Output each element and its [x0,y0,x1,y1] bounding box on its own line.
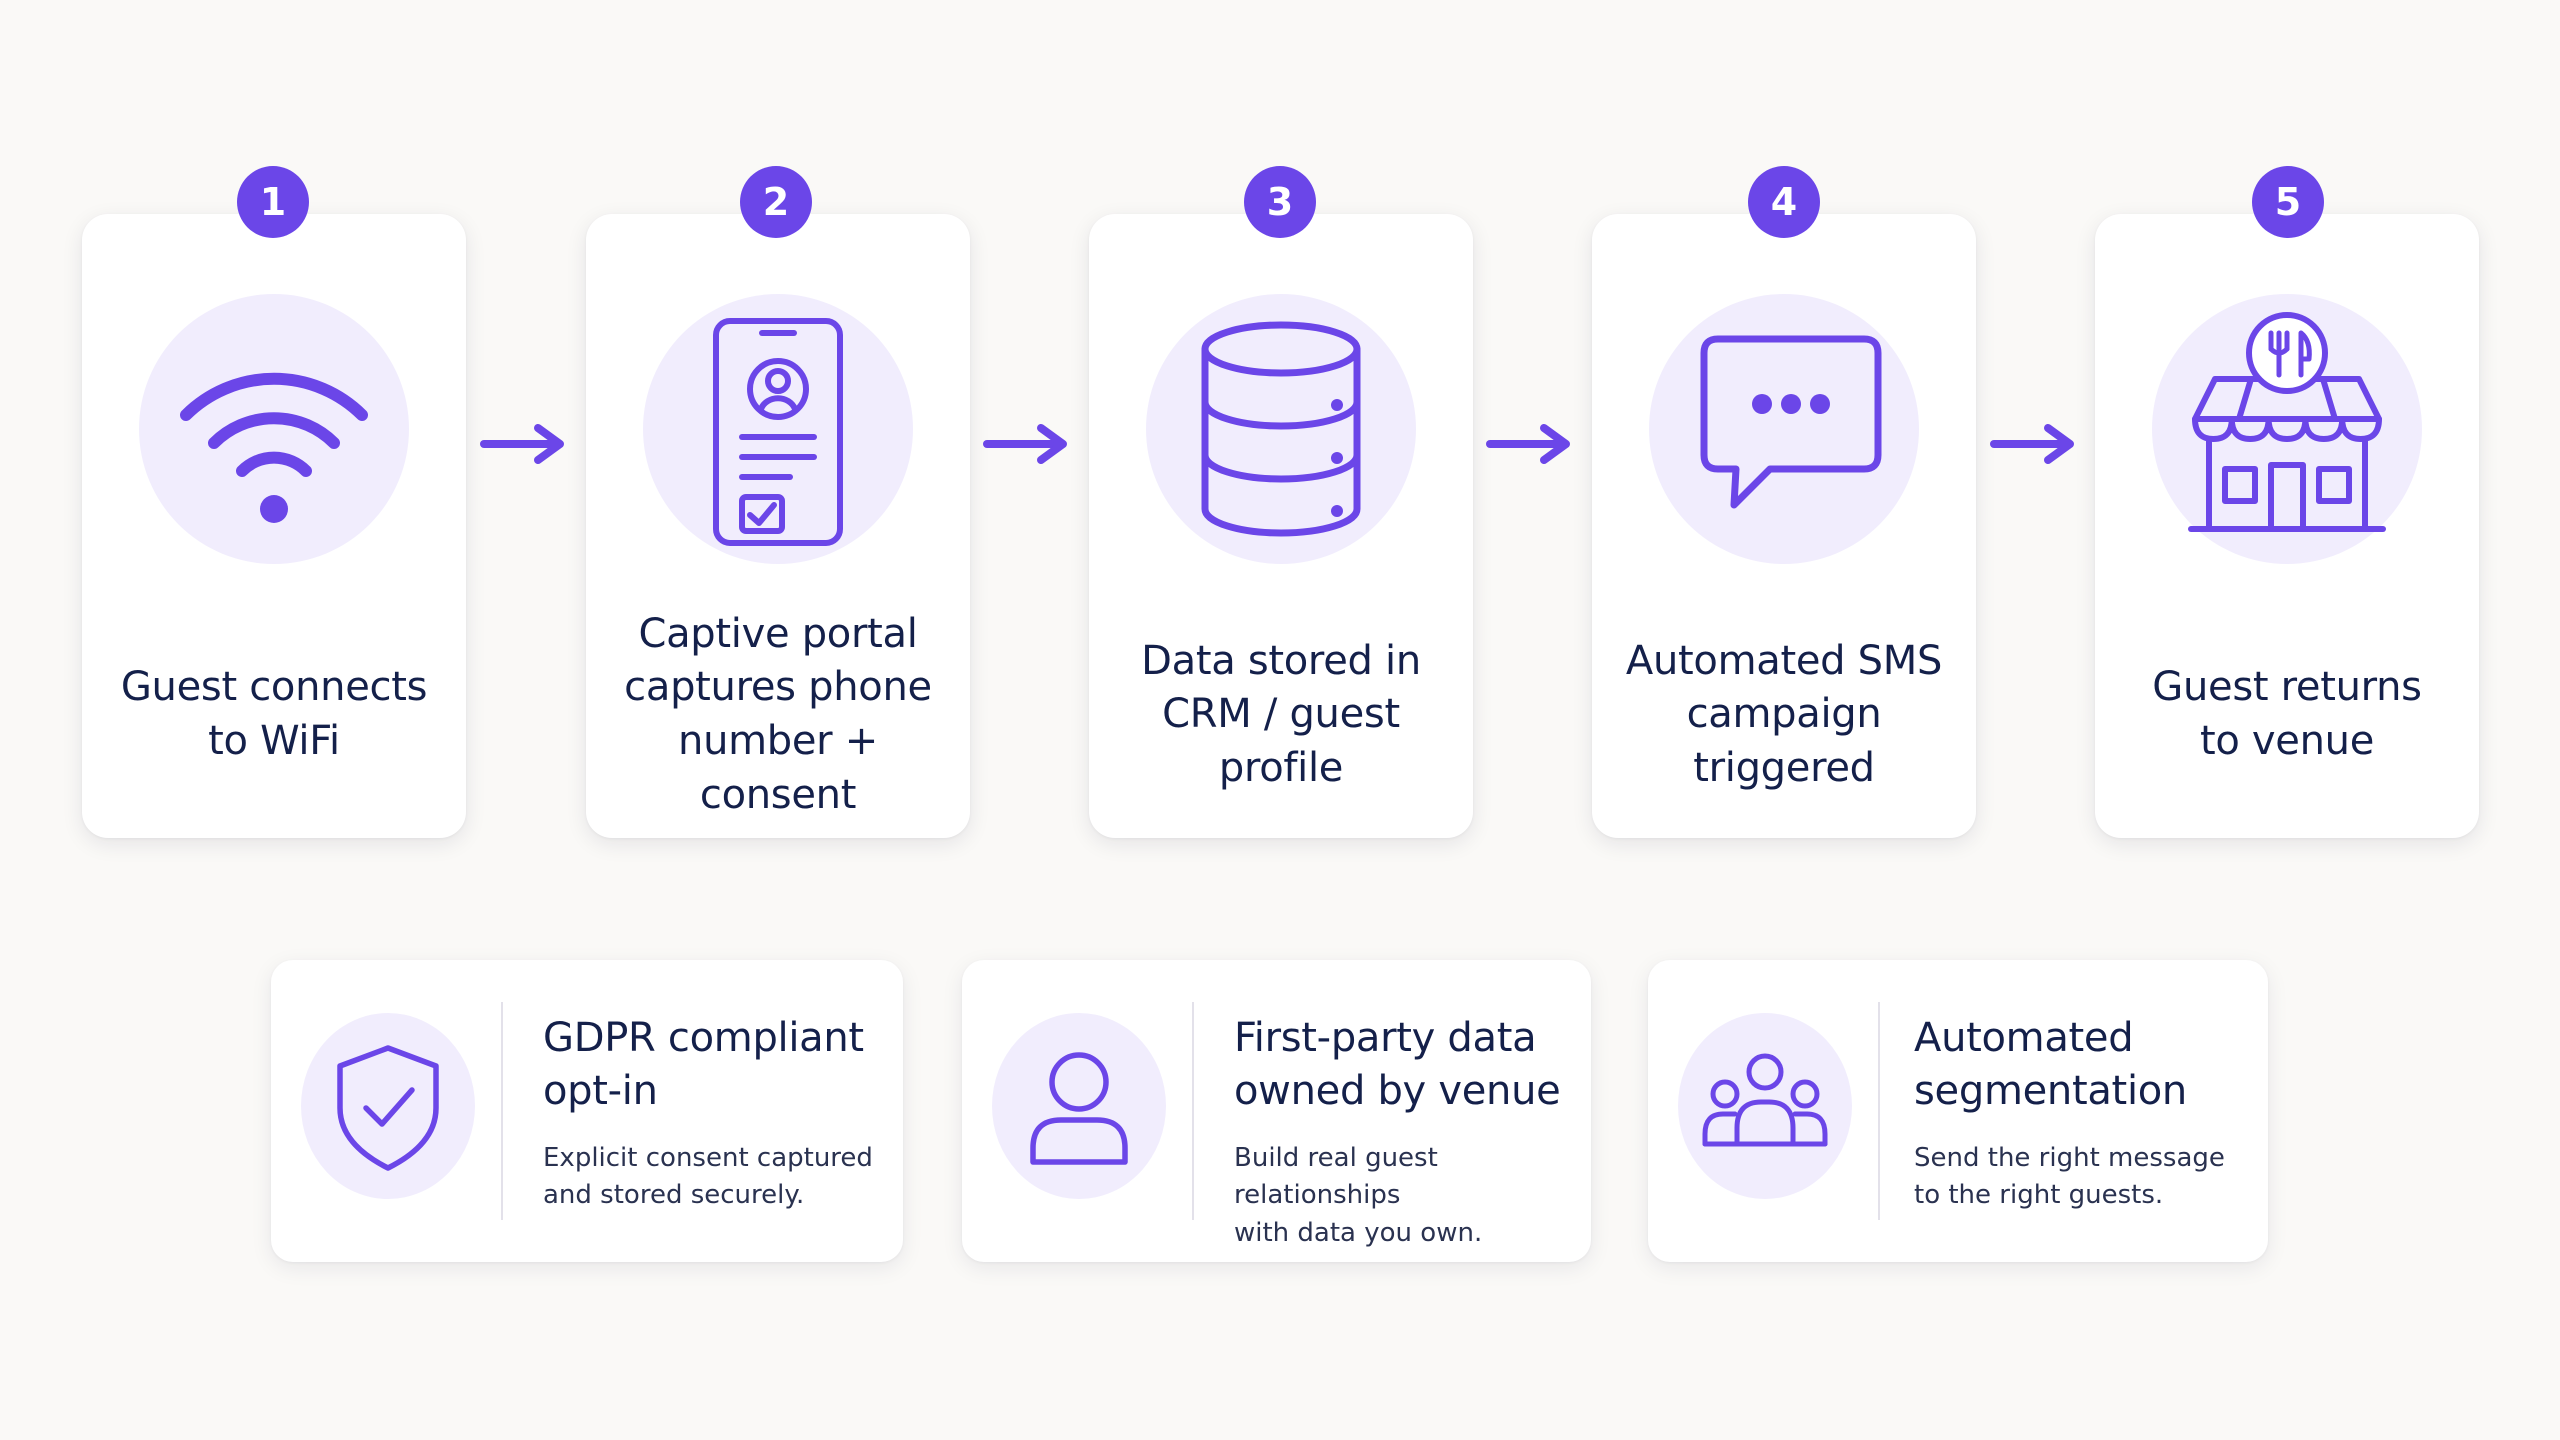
feature-divider [1192,1002,1194,1220]
user-icon [1030,1052,1128,1165]
feature-icon-circle [301,1013,475,1199]
feature-description: Build real guest relationships with data… [1234,1142,1483,1248]
restaurant-icon [2188,312,2386,532]
feature-title: GDPR compliant opt-in [543,1015,864,1114]
step-badge-4: 4 [1748,166,1820,238]
feature-card-gdpr: GDPR compliant opt-in Explicit consent c… [271,960,903,1262]
step-icon-circle [1146,294,1416,564]
step-card-5: Guest returns to venue [2095,214,2479,838]
feature-icon-circle [1678,1013,1852,1199]
feature-icon-circle [992,1013,1166,1199]
arrow-right-icon [1486,424,1570,464]
feature-card-segmentation: Automated segmentation Send the right me… [1648,960,2268,1262]
shield-check-icon [337,1045,439,1171]
step-label-3: Data stored in CRM / guest profile [1141,637,1421,791]
step-card-1: Guest connects to WiFi [82,214,466,838]
feature-card-first-party-data: First-party data owned by venue Build re… [962,960,1591,1262]
feature-divider [501,1002,503,1220]
feature-description: Send the right message to the right gues… [1914,1142,2225,1211]
chat-bubble-icon [1700,335,1882,509]
feature-title: First-party data owned by venue [1234,1015,1561,1114]
step-badge-5: 5 [2252,166,2324,238]
step-icon-circle [643,294,913,564]
step-badge-3: 3 [1244,166,1316,238]
phone-form-icon [713,318,843,546]
arrow-right-icon [480,424,564,464]
arrow-right-icon [983,424,1067,464]
feature-title: Automated segmentation [1914,1015,2187,1114]
step-card-4: Automated SMS campaign triggered [1592,214,1976,838]
step-icon-circle [1649,294,1919,564]
arrow-right-icon [1990,424,2074,464]
step-icon-circle [139,294,409,564]
step-icon-circle [2152,294,2422,564]
feature-divider [1878,1002,1880,1220]
database-icon [1201,321,1361,537]
step-label-4: Automated SMS campaign triggered [1625,637,1943,791]
group-icon [1702,1053,1828,1147]
wifi-icon [180,372,368,523]
feature-description: Explicit consent captured and stored sec… [543,1142,873,1211]
step-card-2: Captive portal captures phone number + c… [586,214,970,838]
step-card-3: Data stored in CRM / guest profile [1089,214,1473,838]
step-label-5: Guest returns to venue [2152,664,2422,764]
step-badge-1: 1 [237,166,309,238]
step-label-2: Captive portal captures phone number + c… [624,610,932,818]
step-badge-2: 2 [740,166,812,238]
step-label-1: Guest connects to WiFi [120,664,428,764]
